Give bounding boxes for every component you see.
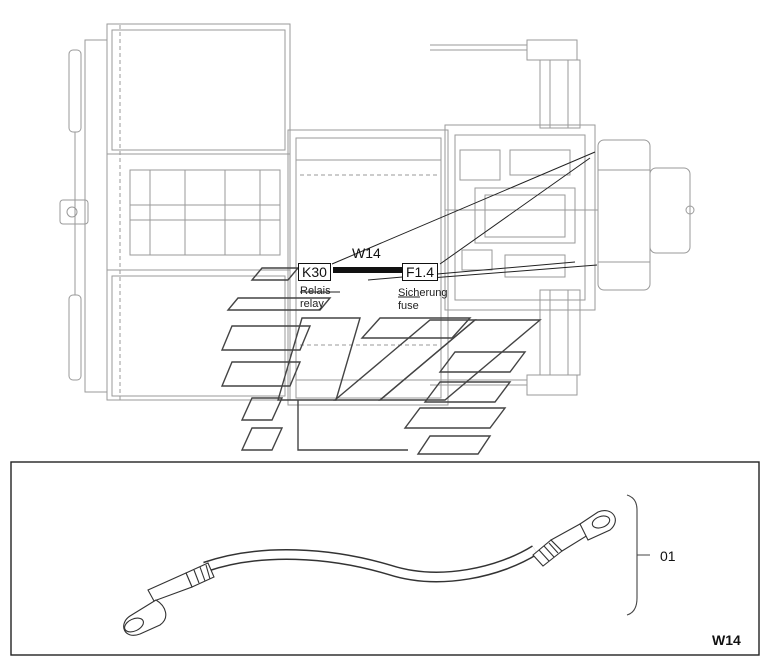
from-name-en: relay [300,298,324,310]
direction-chevrons [220,267,542,455]
to-terminal-label: F1.4 [402,263,439,281]
cable-symbol [333,267,405,273]
from-name-de: Relais [300,285,331,297]
cable-id-label: W14 [352,245,381,261]
to-name-de: Sicherung [398,287,448,299]
item-bracket [626,494,638,616]
machine-outline [59,23,695,406]
item-number-label: 01 [660,548,676,564]
battery-cable-w14 [123,510,616,636]
detail-title: W14 [712,632,741,648]
to-name-en: fuse [398,300,419,312]
detail-frame [10,461,760,656]
from-terminal-label: K30 [298,263,331,281]
